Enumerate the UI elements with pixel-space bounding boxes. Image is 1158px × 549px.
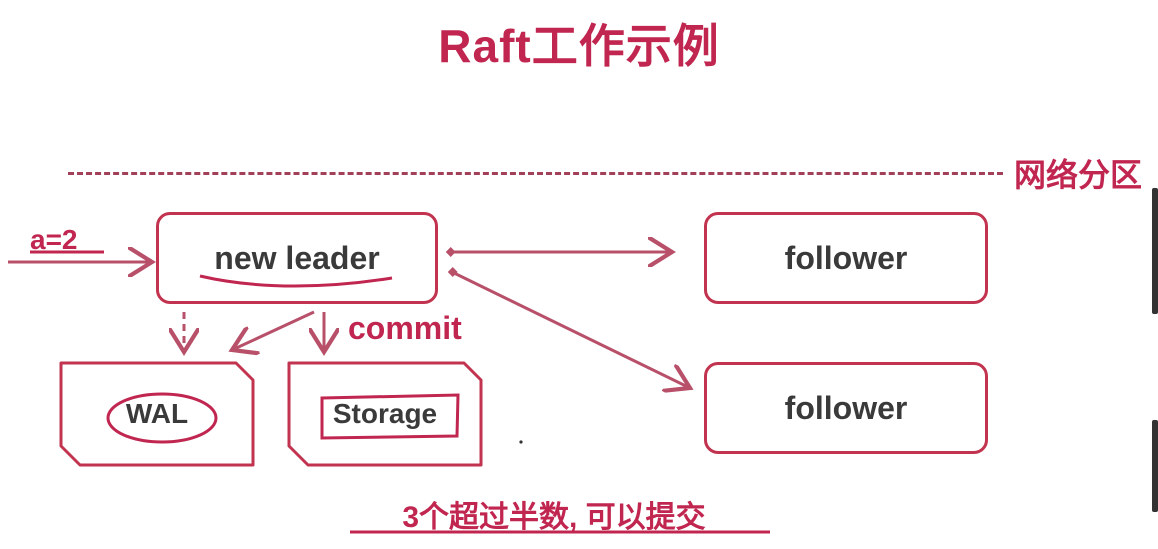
follower-1-label: follower xyxy=(784,239,908,276)
input-value-label: a=2 xyxy=(30,224,78,255)
stray-dot xyxy=(519,440,523,444)
leader-follower2-start xyxy=(447,267,458,277)
follower-2-label: follower xyxy=(784,389,908,426)
storage-document: Storage xyxy=(286,360,484,468)
commit-label: commit xyxy=(348,310,462,346)
leader-wal-arrow xyxy=(232,310,315,350)
leader-follower2-arrow xyxy=(451,270,690,388)
leader-follower1-start xyxy=(445,247,456,257)
follower-node-2: follower xyxy=(704,362,988,454)
page-title: Raft工作示例 xyxy=(438,20,720,72)
majority-note: 3个超过半数, 可以提交 xyxy=(402,501,706,534)
edge-element-bottom xyxy=(1152,420,1158,512)
wal-label: WAL xyxy=(125,398,189,429)
network-partition-label: 网络分区 xyxy=(1014,157,1143,193)
new-leader-label: new leader xyxy=(214,239,380,276)
new-leader-node: new leader xyxy=(156,212,438,304)
network-partition-line xyxy=(68,172,1003,175)
edge-element-top xyxy=(1152,188,1158,314)
wal-document: WAL xyxy=(58,360,256,468)
storage-label: Storage xyxy=(332,398,438,429)
follower-node-1: follower xyxy=(704,212,988,304)
